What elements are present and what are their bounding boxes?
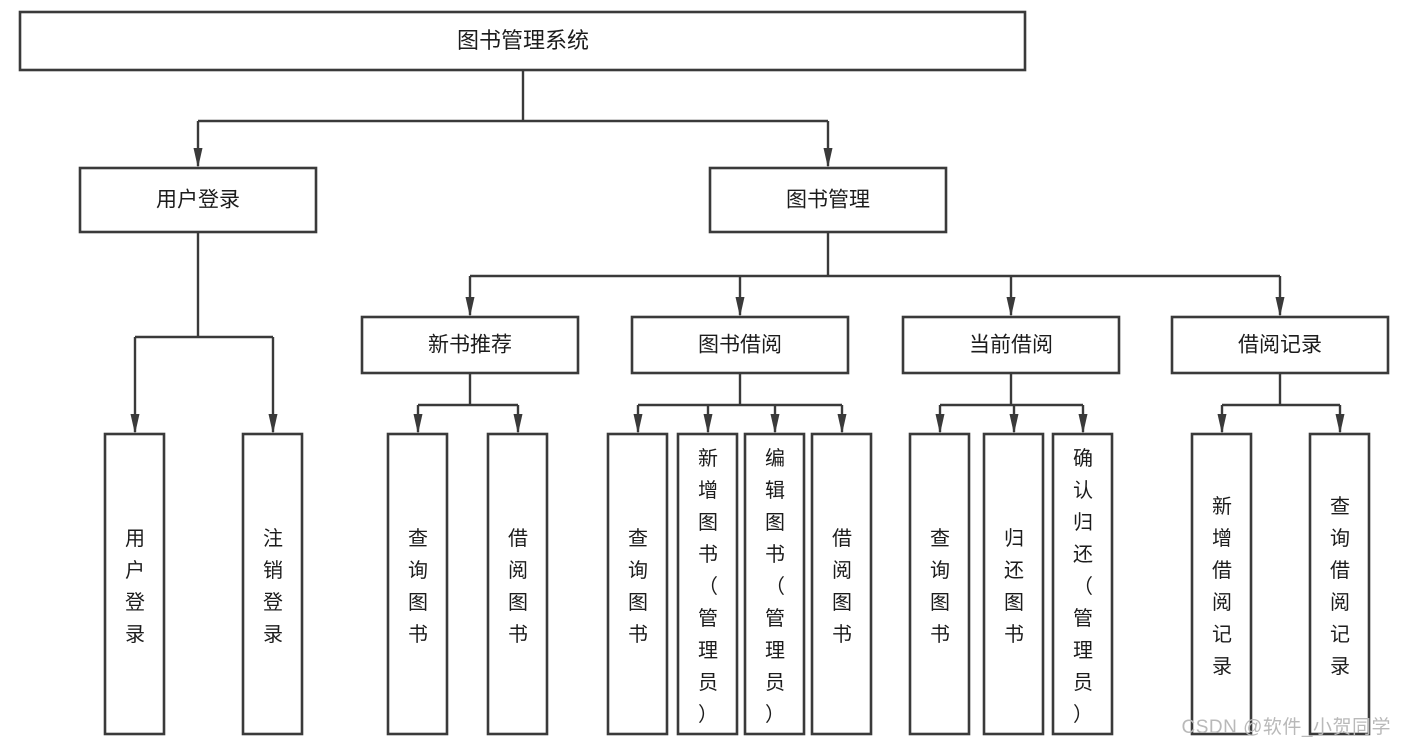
node-label: 新书推荐 (428, 334, 512, 357)
node-box[interactable] (1308, 432, 1371, 736)
node-user-login[interactable]: 用户登录 (78, 166, 318, 234)
node-book-borrow[interactable]: 图书借阅 (630, 315, 850, 375)
arrow-head-icon (193, 148, 203, 168)
node-label: 图书管理系统 (457, 28, 589, 53)
node-label: 查询图书 (408, 527, 428, 646)
node-box[interactable] (708, 166, 948, 234)
node-leaf-query-book-3[interactable]: 查询图书 (908, 432, 971, 736)
node-leaf-query-borrow-record[interactable]: 查询借阅记录 (1308, 432, 1371, 736)
node-box[interactable] (676, 432, 739, 736)
node-label: 编辑图书（管理员） (765, 447, 785, 726)
arrow-head-icon (1217, 414, 1227, 434)
node-leaf-query-book-1[interactable]: 查询图书 (386, 432, 449, 736)
arrow-head-icon (1335, 414, 1345, 434)
arrow-head-icon (633, 414, 643, 434)
arrow-head-icon (837, 414, 847, 434)
node-box[interactable] (78, 166, 318, 234)
node-label: 用户登录 (156, 189, 240, 212)
arrow-head-icon (465, 297, 475, 317)
node-label: 确认归还（管理员） (1073, 447, 1093, 726)
node-label: 查询图书 (930, 527, 950, 646)
node-label: 图书管理 (786, 189, 870, 212)
node-box[interactable] (606, 432, 669, 736)
node-box[interactable] (901, 315, 1121, 375)
node-box[interactable] (1051, 432, 1114, 736)
arrow-head-icon (1275, 297, 1285, 317)
arrow-head-icon (130, 414, 140, 434)
connector-layer (130, 70, 1345, 434)
node-box[interactable] (908, 432, 971, 736)
arrow-head-icon (770, 414, 780, 434)
arrow-head-icon (413, 414, 423, 434)
node-leaf-return-book[interactable]: 归还图书 (982, 432, 1045, 736)
arrow-head-icon (735, 297, 745, 317)
node-box[interactable] (486, 432, 549, 736)
node-label: 注销登录 (263, 527, 283, 646)
node-new-book-recommend[interactable]: 新书推荐 (360, 315, 580, 375)
node-label: 新增借阅记录 (1212, 495, 1232, 678)
arrow-head-icon (703, 414, 713, 434)
node-current-borrow[interactable]: 当前借阅 (901, 315, 1121, 375)
node-leaf-borrow-book-1[interactable]: 借阅图书 (486, 432, 549, 736)
node-box[interactable] (743, 432, 806, 736)
node-label: 查询借阅记录 (1330, 495, 1350, 678)
node-leaf-edit-book-admin[interactable]: 编辑图书（管理员） (743, 432, 806, 736)
node-box[interactable] (982, 432, 1045, 736)
node-box[interactable] (103, 432, 166, 736)
node-leaf-logout-login[interactable]: 注销登录 (241, 432, 304, 736)
node-leaf-query-book-2[interactable]: 查询图书 (606, 432, 669, 736)
node-leaf-add-book-admin[interactable]: 新增图书（管理员） (676, 432, 739, 736)
node-borrow-record[interactable]: 借阅记录 (1170, 315, 1390, 375)
node-label: 归还图书 (1004, 527, 1024, 646)
arrow-head-icon (823, 148, 833, 168)
node-box[interactable] (18, 10, 1027, 72)
node-box[interactable] (810, 432, 873, 736)
node-root[interactable]: 图书管理系统 (18, 10, 1027, 72)
node-box[interactable] (1170, 315, 1390, 375)
node-box[interactable] (241, 432, 304, 736)
node-leaf-confirm-return-admin[interactable]: 确认归还（管理员） (1051, 432, 1114, 736)
node-box[interactable] (386, 432, 449, 736)
node-leaf-add-borrow-record[interactable]: 新增借阅记录 (1190, 432, 1253, 736)
node-label: 新增图书（管理员） (698, 447, 718, 726)
node-leaf-user-login[interactable]: 用户登录 (103, 432, 166, 736)
node-layer: 图书管理系统用户登录图书管理新书推荐图书借阅当前借阅借阅记录用户登录注销登录查询… (18, 10, 1390, 736)
node-label: 借阅图书 (832, 527, 852, 646)
node-box[interactable] (1190, 432, 1253, 736)
node-box[interactable] (360, 315, 580, 375)
arrow-head-icon (513, 414, 523, 434)
node-leaf-borrow-book-2[interactable]: 借阅图书 (810, 432, 873, 736)
node-label: 借阅图书 (508, 527, 528, 646)
arrow-head-icon (1009, 414, 1019, 434)
arrow-head-icon (935, 414, 945, 434)
node-box[interactable] (630, 315, 850, 375)
node-label: 当前借阅 (969, 334, 1053, 357)
node-book-manage[interactable]: 图书管理 (708, 166, 948, 234)
node-label: 借阅记录 (1238, 334, 1322, 357)
arrow-head-icon (1078, 414, 1088, 434)
node-label: 用户登录 (125, 528, 145, 646)
node-label: 图书借阅 (698, 334, 782, 357)
node-label: 查询图书 (628, 527, 648, 646)
arrow-head-icon (1006, 297, 1016, 317)
arrow-head-icon (268, 414, 278, 434)
